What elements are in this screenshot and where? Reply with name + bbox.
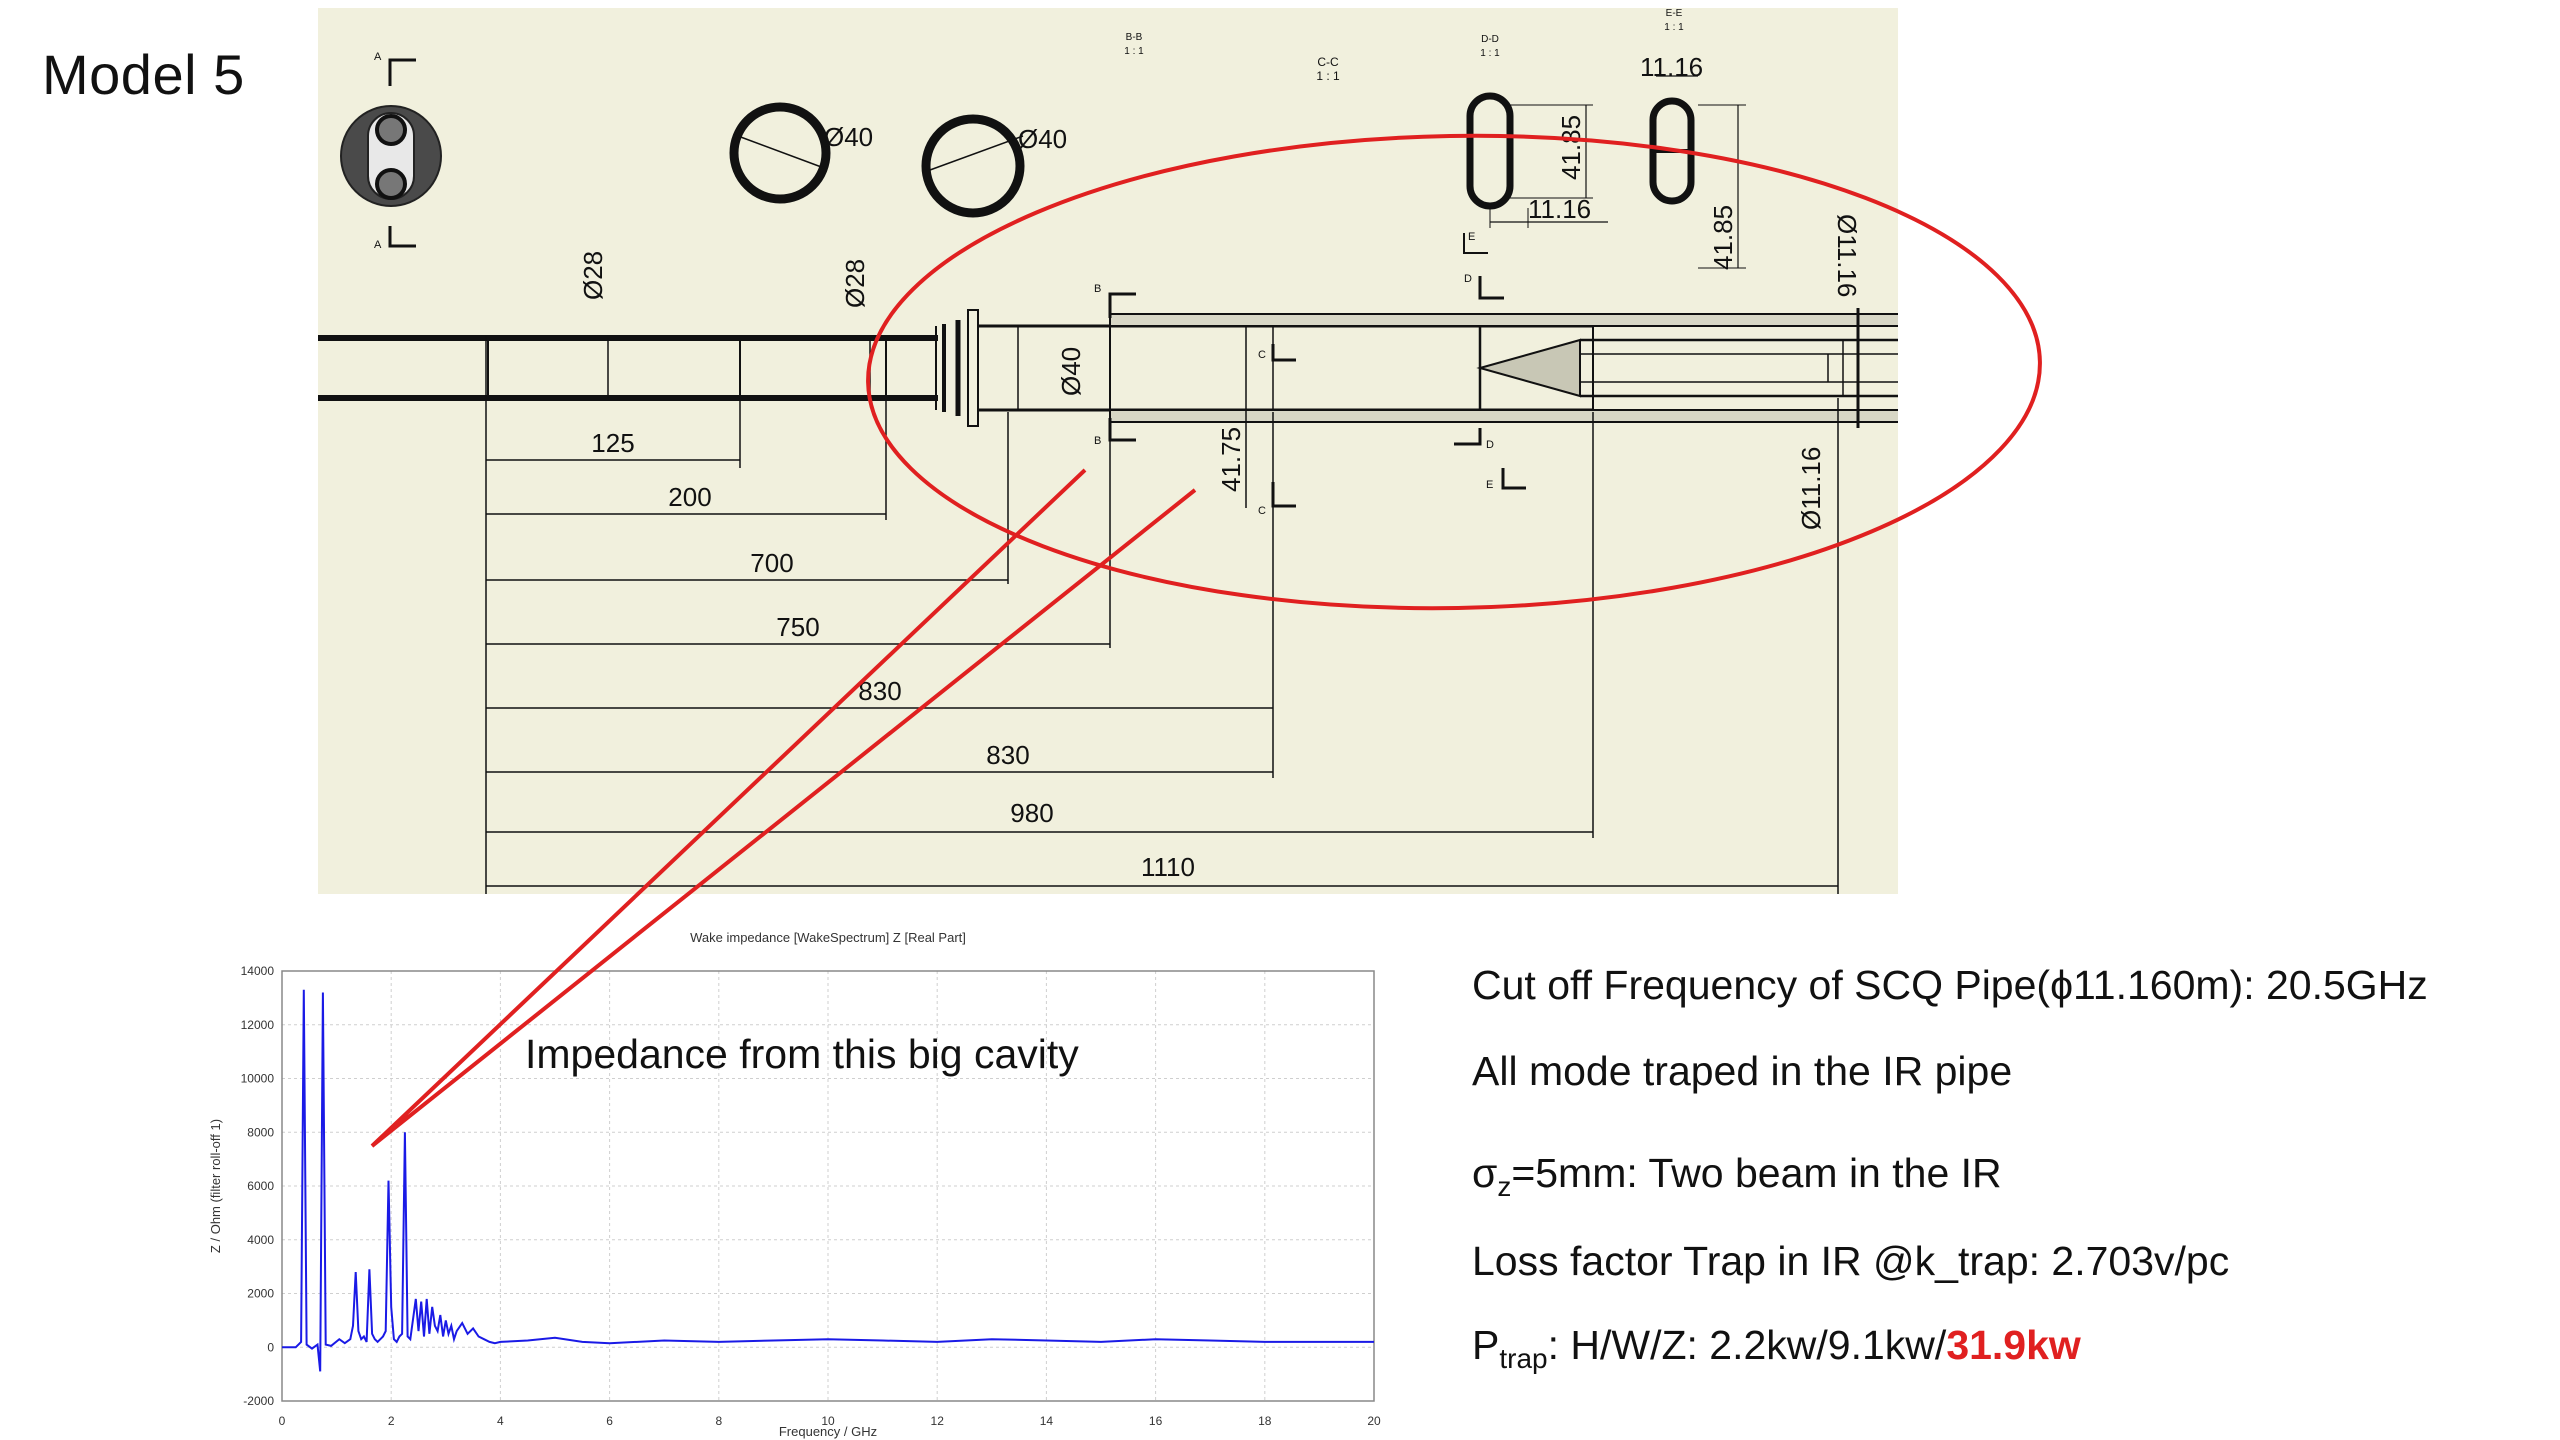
outlet-top-diameter: Ø11.16 [1832,214,1862,297]
pipe-assembly [318,308,1898,428]
cut-letter-b-top: B [1094,283,1101,295]
drawing-canvas: B-B 1 : 1 C-C 1 : 1 D-D 1 : 1 E-E 1 : 1 … [318,8,1898,894]
x-tick-label: 14 [1040,1414,1054,1428]
section-label-e-e: E-E [1666,8,1683,19]
sigma-subscript: z [1497,1171,1512,1202]
x-tick-label: 10 [821,1414,835,1428]
cut-plane-markers [1108,276,1526,508]
section-e-height: 41.85 [1708,205,1738,270]
section-label-c-c: C-C [1317,55,1339,69]
impedance-chart: 0 2 4 6 8 10 12 14 16 18 20 -2000 0 2000 4000 6000 8000… [190,920,1410,1440]
trapped-power-text: Ptrap: H/W/Z: 2.2kw/9.1kw/31.9kw [1472,1322,2081,1375]
cut-letter-e-top: E [1486,479,1493,491]
dim-980: 980 [1010,798,1053,828]
sigma-symbol: σ [1472,1150,1498,1196]
impedance-chart-svg: 0 2 4 6 8 10 12 14 16 18 20 -2000 0 2000 4000 6000 8000… [208,930,1381,1439]
chart-y-label: Z / Ohm (filter roll-off 1) [208,1119,223,1253]
cut-letter-a-top: A [374,51,382,63]
section-scale-e-e: 1 : 1 [1664,22,1684,33]
engineering-drawing: B-B 1 : 1 C-C 1 : 1 D-D 1 : 1 E-E 1 : 1 … [318,8,1898,894]
dim-830-a: 830 [858,676,901,706]
section-labels: B-B 1 : 1 C-C 1 : 1 D-D 1 : 1 E-E 1 : 1 [1124,8,1684,83]
cutoff-frequency-text: Cut off Frequency of SCQ Pipe(ϕ11.160m):… [1472,962,2428,1008]
x-tick-label: 6 [606,1414,613,1428]
x-tick-label: 12 [931,1414,945,1428]
section-scale-c-c: 1 : 1 [1316,69,1340,83]
y-tick-label: 2000 [247,1287,274,1301]
loss-factor-text: Loss factor Trap in IR @k_trap: 2.703v/p… [1472,1238,2230,1284]
section-label-b-b: B-B [1126,32,1143,43]
section-dimension-texts: Ø40 Ø40 11.16 41.85 11.16 41.85 [824,52,1738,270]
chart-y-ticks: -2000 0 2000 4000 6000 8000 10000 12000 14000 [241,964,275,1408]
cut-letter-d-bottom: D [1486,439,1494,451]
pipe-mid-diameter: Ø28 [840,259,870,308]
cut-letter-d-top: D [1464,273,1472,285]
section-d-height: 41.85 [1556,115,1586,180]
impedance-series-line [282,989,1374,1372]
y-tick-label: 4000 [247,1233,274,1247]
annotation-text: Impedance from this big cavity [525,1031,1079,1077]
x-tick-label: 16 [1149,1414,1163,1428]
section-b-b [729,102,831,204]
cut-letter-b-bottom: B [1094,435,1101,447]
x-tick-label: 4 [497,1414,504,1428]
cut-letter-c-top: C [1258,349,1266,361]
trapped-mode-text: All mode traped in the IR pipe [1472,1048,2013,1094]
dim-830-b: 830 [986,740,1029,770]
section-label-d-d: D-D [1481,34,1499,45]
section-scale-b-b: 1 : 1 [1124,46,1144,57]
cavity-height: 41.75 [1216,427,1246,492]
y-tick-label: 10000 [241,1072,275,1086]
section-scale-d-d: 1 : 1 [1480,48,1500,59]
section-c-diameter: Ø40 [1018,124,1067,154]
length-dimension-texts: 125 200 700 750 830 830 980 1110 [591,428,1195,882]
x-tick-label: 20 [1367,1414,1381,1428]
end-view-a [340,58,442,248]
ptrap-subscript: trap [1499,1343,1548,1374]
chart-x-ticks: 0 2 4 6 8 10 12 14 16 18 20 [279,1414,1381,1428]
x-tick-label: 18 [1258,1414,1272,1428]
cavity-diameter: Ø40 [1056,347,1086,396]
section-d-width: 11.16 [1528,194,1591,224]
dim-750: 750 [776,612,819,642]
bunch-length-text: σz=5mm: Two beam in the IR [1472,1150,2002,1203]
y-tick-label: 14000 [241,964,275,978]
cut-letter-e-bottom: E [1468,231,1475,243]
y-tick-label: 6000 [247,1179,274,1193]
pipe-diameter-texts: Ø28 Ø28 Ø40 41.75 Ø11.16 Ø11.16 [578,214,1862,530]
outlet-bottom-diameter: Ø11.16 [1796,447,1826,530]
cut-letter-a-bottom: A [374,239,382,251]
pipe-left-diameter: Ø28 [578,251,608,300]
section-d-d [1463,92,1608,254]
chart-title: Wake impedance [WakeSpectrum] Z [Real Pa… [690,930,966,945]
ptrap-values: : H/W/Z: 2.2kw/9.1kw/ [1547,1322,1947,1368]
section-c-c [921,114,1025,218]
section-b-diameter: Ø40 [824,122,873,152]
cut-letter-c-bottom: C [1258,505,1266,517]
dim-1110: 1110 [1141,852,1195,882]
ptrap-highlight-value: 31.9kw [1946,1322,2081,1368]
y-tick-label: 8000 [247,1125,274,1139]
cut-plane-letters: A A B B C C D D E E [374,51,1494,517]
y-tick-label: -2000 [243,1394,274,1408]
bunch-length-rest: =5mm: Two beam in the IR [1511,1150,2002,1196]
y-tick-label: 12000 [241,1018,275,1032]
dim-200: 200 [668,482,711,512]
x-tick-label: 8 [715,1414,722,1428]
y-tick-label: 0 [267,1340,274,1354]
x-tick-label: 2 [388,1414,395,1428]
slide-title: Model 5 [42,43,245,106]
ptrap-symbol: P [1472,1322,1500,1368]
section-e-width: 11.16 [1640,52,1703,82]
x-tick-label: 0 [279,1414,286,1428]
chart-x-label: Frequency / GHz [779,1424,877,1439]
dim-125: 125 [591,428,634,458]
dim-700: 700 [750,548,793,578]
